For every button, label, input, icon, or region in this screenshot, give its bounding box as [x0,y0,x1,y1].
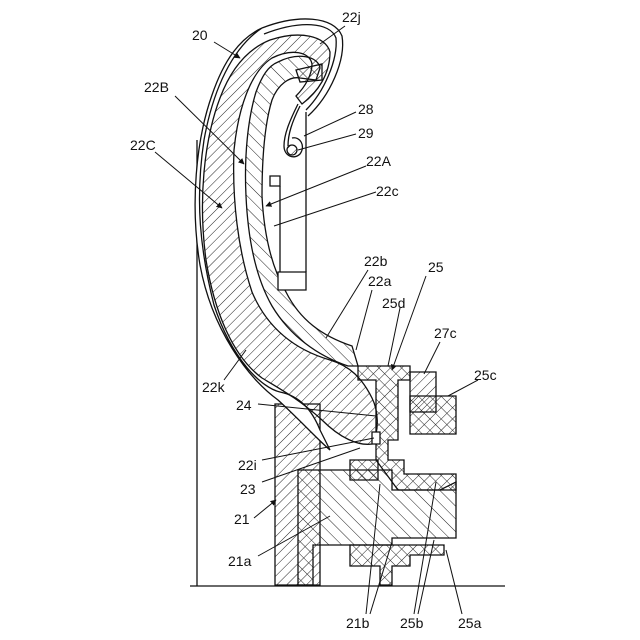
ref-25b-label: 25b [400,615,424,631]
ref-24-label: 24 [236,397,252,413]
ref-22c-label: 22c [376,183,399,199]
ref-22A-label: 22A [366,153,392,169]
ref-23-label: 23 [240,481,256,497]
ref-22a-label: 22a [368,273,392,289]
ref-25-label: 25 [428,259,444,275]
ref-22b-label: 22b [364,253,388,269]
ref-20-label: 20 [192,27,208,43]
ref-22B-label: 22B [144,79,169,95]
ref-22C-label: 22C [130,137,156,153]
ref-25a-label: 25a [458,615,482,631]
ref-22k-label: 22k [202,379,226,395]
ref-29-label: 29 [358,125,374,141]
ref-25c-label: 25c [474,367,497,383]
ref-21a-label: 21a [228,553,252,569]
cushion-22B [202,35,377,444]
ref-22j-label: 22j [342,9,361,25]
pin-29 [287,145,297,155]
ref-28-label: 28 [358,101,374,117]
ref-21b-label: 21b [346,615,370,631]
ref-25d-label: 25d [382,295,405,311]
ref-27c-label: 27c [434,325,457,341]
ref-22i-label: 22i [238,457,257,473]
ref-21-label: 21 [234,511,250,527]
